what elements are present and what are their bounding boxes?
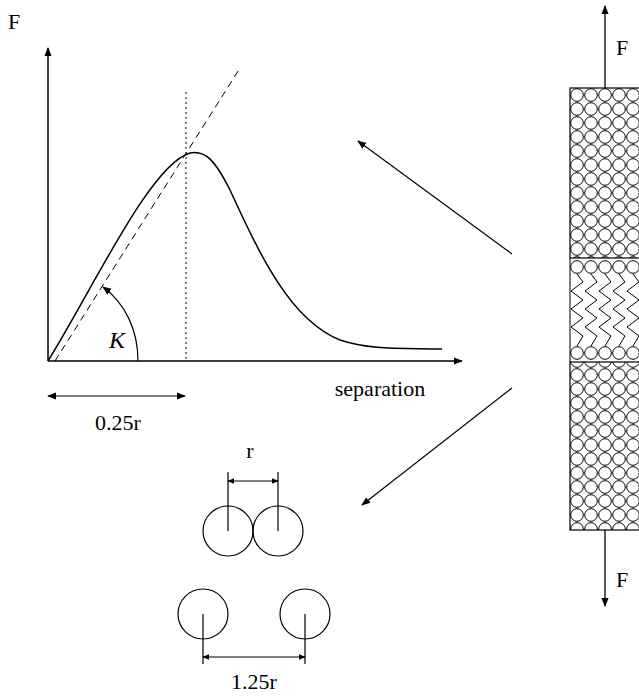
dimension: 0.25r bbox=[95, 412, 141, 434]
force-label: F bbox=[616, 569, 628, 591]
atom-pair bbox=[178, 472, 330, 664]
stiffness-symbol: K bbox=[109, 328, 125, 352]
force-graph bbox=[48, 48, 462, 396]
dimension: 1.25r bbox=[231, 671, 277, 693]
pointer-arrow bbox=[358, 141, 512, 505]
dimension: r bbox=[246, 440, 253, 462]
axis-label: separation bbox=[335, 378, 425, 400]
axis-label: F bbox=[8, 11, 20, 33]
specimen bbox=[570, 6, 639, 606]
force-label: F bbox=[616, 37, 628, 59]
